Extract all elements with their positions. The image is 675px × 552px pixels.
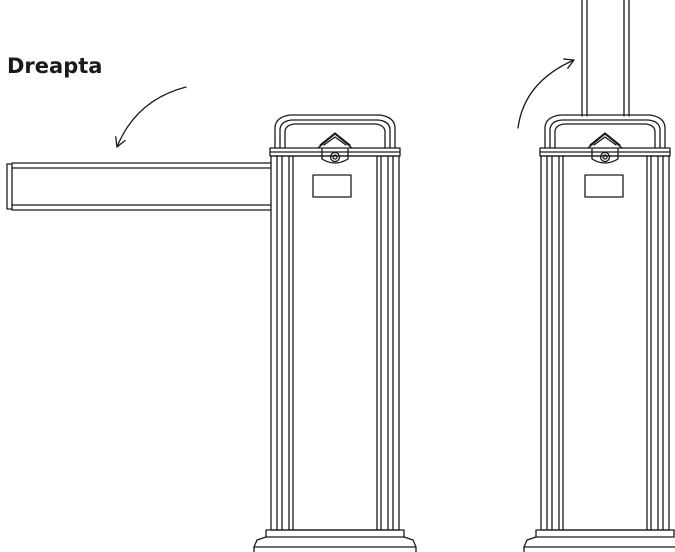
- rotate-up-arrow-icon: [518, 60, 574, 128]
- vertical-boom-arm: [582, 0, 629, 116]
- barrier-base: [254, 530, 416, 552]
- barrier-housing: [541, 156, 669, 530]
- barrier-base: [524, 530, 675, 552]
- label-plate: [313, 175, 351, 197]
- lock-icon: [318, 133, 352, 163]
- rotate-down-arrow-icon: [117, 87, 186, 147]
- horizontal-boom-arm: [7, 163, 271, 210]
- barrier-cap: [275, 115, 395, 148]
- closed-barrier-view: [7, 87, 416, 552]
- barrier-housing: [271, 156, 399, 530]
- page-title: Dreapta: [7, 54, 103, 78]
- barrier-cap: [545, 115, 665, 148]
- open-barrier-view: [518, 0, 675, 552]
- label-plate: [585, 175, 623, 197]
